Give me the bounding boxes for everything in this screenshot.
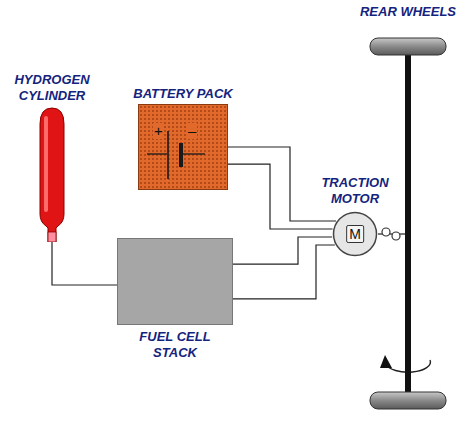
component: TRACTION MOTOR M bbox=[310, 175, 400, 257]
part-label: HYDROGEN CYLINDER bbox=[9, 72, 95, 104]
part-label: FUEL CELL STACK bbox=[133, 329, 217, 361]
cylinder-outline bbox=[37, 106, 67, 242]
component: HYDROGEN CYLINDER bbox=[9, 72, 95, 242]
axle bbox=[405, 44, 411, 402]
wheels-shape bbox=[350, 22, 466, 422]
component: REAR WHEELS bbox=[350, 4, 466, 422]
battery-symbol bbox=[139, 105, 229, 191]
battery-shape: +– bbox=[138, 104, 228, 190]
stack-shape bbox=[117, 238, 233, 325]
part-label: TRACTION MOTOR bbox=[311, 175, 399, 207]
wire bbox=[233, 245, 335, 299]
wire bbox=[52, 242, 117, 285]
polarity-sign: – bbox=[187, 123, 197, 139]
component: BATTERY PACK+– bbox=[123, 86, 243, 190]
motor-shape: M bbox=[332, 211, 378, 257]
wheels-drawing bbox=[350, 22, 466, 422]
part-label: BATTERY PACK bbox=[123, 86, 243, 102]
wire bbox=[228, 164, 333, 229]
rotation-arrowhead bbox=[380, 355, 392, 368]
wire bbox=[233, 237, 332, 264]
polarity-sign: + bbox=[153, 123, 164, 139]
part-label: REAR WHEELS bbox=[350, 4, 466, 20]
motor-symbol: M bbox=[346, 225, 364, 243]
component: FUEL CELL STACK bbox=[117, 238, 233, 361]
bottle-shape bbox=[37, 106, 67, 242]
wire bbox=[228, 147, 336, 221]
